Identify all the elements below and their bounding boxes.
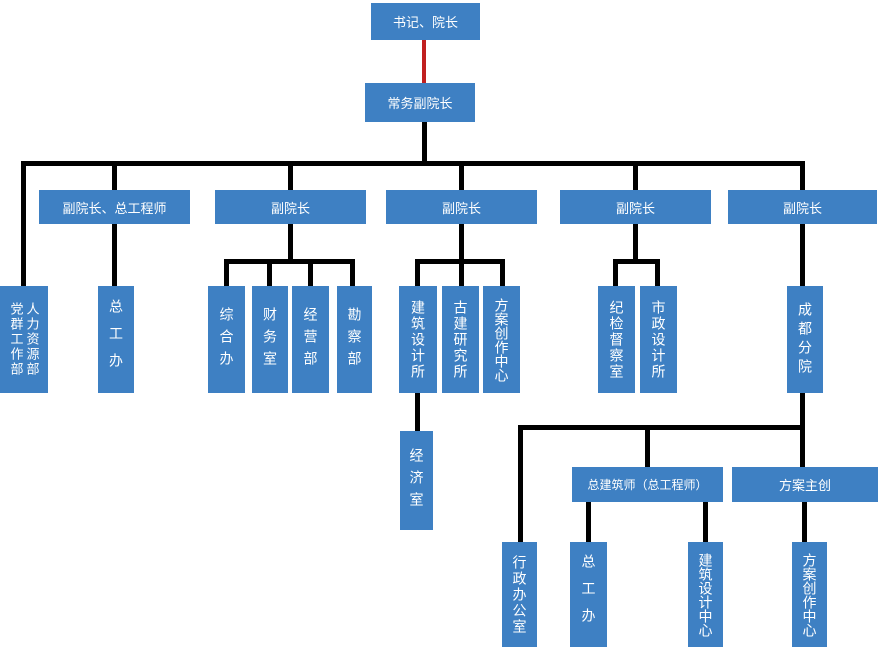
connector: [613, 264, 618, 286]
connector: [415, 393, 420, 431]
connector: [613, 259, 660, 264]
node-architectural-design-institute: 建筑设计所: [399, 286, 437, 393]
node-label: 方案主创: [778, 478, 831, 493]
connector: [224, 264, 229, 286]
node-label: 经营部: [302, 306, 319, 373]
node-label: 建筑设计所: [410, 299, 426, 380]
node-scheme-lead: 方案主创: [732, 467, 878, 502]
node-label: 经济室: [408, 447, 425, 514]
node-admin-office: 行政办公室: [502, 542, 537, 647]
connector: [459, 224, 464, 262]
node-discipline-inspection-office: 纪检督察室: [598, 286, 635, 393]
connector: [224, 259, 355, 264]
node-label: 书记、院长: [392, 15, 458, 30]
node-label: 综合办: [218, 306, 235, 373]
connector: [633, 224, 638, 262]
node-chengdu-scheme-creation-center: 方案创作中心: [792, 542, 827, 647]
node-label: 行政办公室: [511, 554, 528, 635]
connector: [500, 264, 505, 286]
node-label: 总工办: [580, 554, 597, 635]
node-label: 副院长: [615, 200, 655, 216]
node-ancient-architecture-institute: 古建研究所: [442, 286, 479, 393]
node-label: 副院长、总工程师: [62, 200, 167, 216]
connector: [703, 502, 708, 542]
connector: [645, 430, 650, 467]
node-chief-engineer-office: 总工办: [98, 286, 134, 393]
node-label: 副院长: [270, 200, 310, 216]
connector: [288, 166, 293, 190]
connector: [459, 264, 464, 286]
node-chengdu-branch: 成都分院: [787, 286, 823, 393]
connector: [415, 264, 420, 286]
connector: [800, 393, 805, 430]
node-economics-office: 经济室: [400, 431, 433, 530]
node-label: 建筑设计中心: [697, 552, 714, 637]
connector: [800, 430, 805, 467]
node-label: 财务室: [262, 306, 278, 373]
connector: [518, 425, 805, 430]
connector: [308, 264, 313, 286]
connector: [112, 224, 117, 286]
node-label: 副院长: [441, 200, 481, 216]
node-vice-dean-c: 副院长: [386, 190, 537, 224]
connector: [655, 264, 660, 286]
node-party-mass-and-hr-dept: 党群工作部 人力资源部: [0, 286, 48, 393]
connector: [350, 264, 355, 286]
connector-red-secretary-to-executive: [422, 39, 426, 83]
connector: [800, 166, 805, 190]
node-label: 成都分院: [797, 301, 813, 378]
node-label: 方案创作中心: [801, 552, 818, 637]
connector: [267, 264, 272, 286]
node-architectural-design-center: 建筑设计中心: [688, 542, 723, 647]
connector: [586, 502, 591, 542]
node-vice-dean-d: 副院长: [560, 190, 711, 224]
connector: [633, 166, 638, 190]
node-municipal-design-institute: 市政设计所: [640, 286, 677, 393]
node-chief-architect: 总建筑师（总工程师）: [572, 467, 723, 502]
connector: [802, 502, 807, 542]
node-executive-vice-dean: 常务副院长: [365, 83, 475, 122]
node-scheme-creation-center: 方案创作中心: [483, 286, 520, 393]
connector: [415, 259, 505, 264]
connector-main-bar: [21, 161, 805, 166]
node-label: 党群工作部: [8, 302, 24, 377]
node-label: 勘察部: [346, 306, 363, 373]
node-label: 常务副院长: [387, 96, 453, 111]
node-label: 市政设计所: [650, 299, 667, 380]
connector: [800, 224, 805, 287]
node-general-office: 综合办: [208, 286, 245, 393]
node-business-dept: 经营部: [292, 286, 329, 393]
connector: [459, 166, 464, 190]
connector: [422, 122, 427, 163]
node-finance-office: 财务室: [252, 286, 288, 393]
node-label: 人力资源部: [24, 302, 40, 377]
node-label: 副院长: [782, 200, 822, 216]
node-vice-dean-e: 副院长: [728, 190, 877, 224]
node-vice-dean-b: 副院长: [215, 190, 366, 224]
node-vice-dean-chief-engineer: 副院长、总工程师: [39, 190, 190, 224]
node-label: 纪检督察室: [608, 299, 625, 380]
node-label: 总工办: [108, 299, 124, 380]
connector: [21, 161, 26, 286]
connector: [112, 166, 117, 190]
connector: [288, 224, 293, 262]
node-label: 方案创作中心: [493, 297, 510, 382]
node-survey-dept: 勘察部: [337, 286, 372, 393]
node-secretary-dean: 书记、院长: [371, 3, 480, 40]
node-chengdu-chief-engineer-office: 总工办: [570, 542, 607, 647]
node-label: 古建研究所: [452, 299, 469, 380]
connector: [518, 425, 523, 542]
node-label: 总建筑师（总工程师）: [587, 478, 708, 492]
